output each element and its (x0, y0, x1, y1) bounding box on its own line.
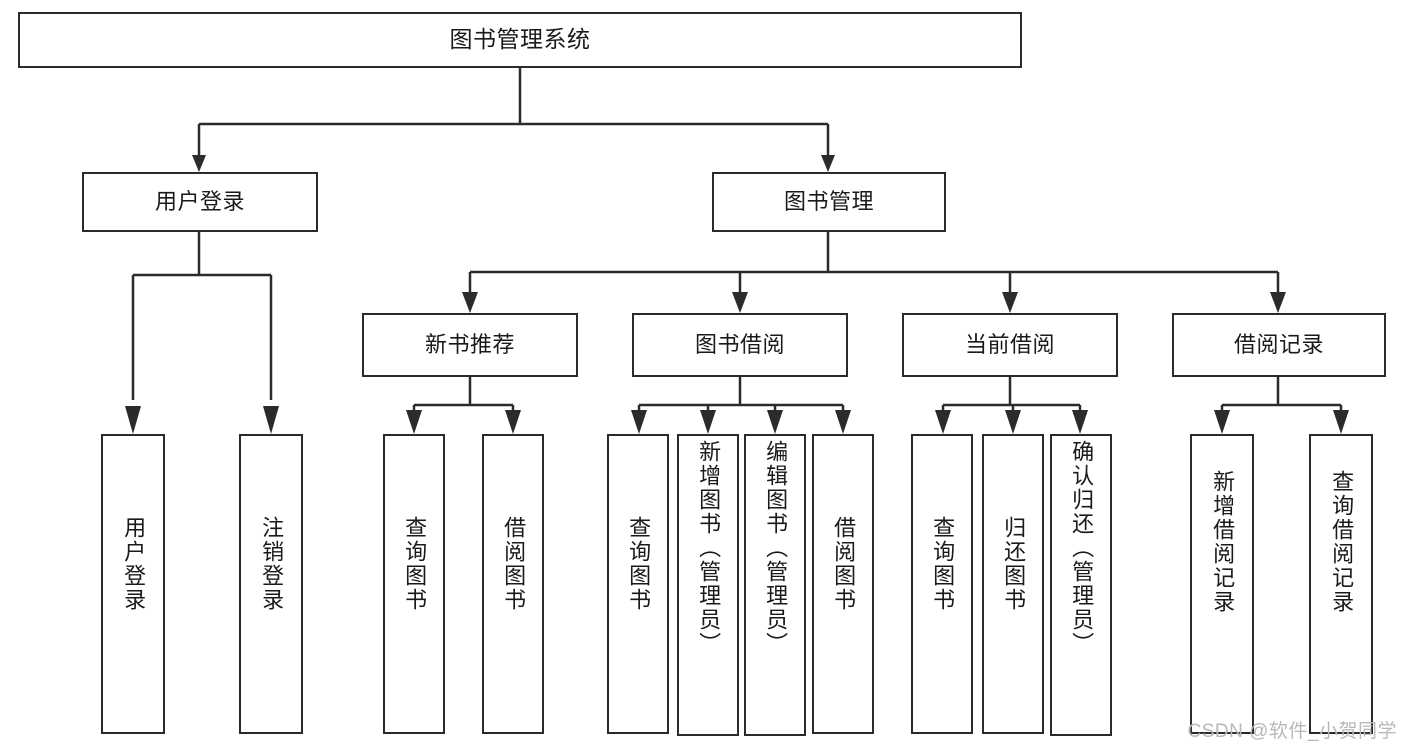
leaf-user-login[interactable]: 用户登录 (101, 434, 165, 734)
node-user-login[interactable]: 用户登录 (82, 172, 318, 232)
leaf-borrow-edit-book-label: 编辑图书（管理员） (763, 440, 789, 656)
leaf-borrow-query-book[interactable]: 查询图书 (607, 434, 669, 734)
watermark: CSDN @软件_小贺同学 (1187, 721, 1397, 742)
leaf-current-return-book-label: 归还图书 (1001, 516, 1027, 612)
leaf-borrow-borrow-book[interactable]: 借阅图书 (812, 434, 874, 734)
leaf-user-logout[interactable]: 注销登录 (239, 434, 303, 734)
node-book-borrow-label: 图书借阅 (694, 331, 785, 357)
leaf-user-logout-label: 注销登录 (259, 516, 285, 612)
leaf-record-add-label: 新增借阅记录 (1210, 470, 1236, 614)
node-new-book-recommend[interactable]: 新书推荐 (362, 313, 578, 377)
leaf-borrow-add-book-label: 新增图书（管理员） (696, 440, 722, 656)
leaf-current-confirm-return[interactable]: 确认归还（管理员） (1050, 434, 1112, 736)
leaf-user-login-label: 用户登录 (121, 516, 147, 612)
leaf-borrow-edit-book[interactable]: 编辑图书（管理员） (744, 434, 806, 736)
leaf-current-return-book[interactable]: 归还图书 (982, 434, 1044, 734)
node-root-label: 图书管理系统 (449, 26, 591, 53)
leaf-record-query[interactable]: 查询借阅记录 (1309, 434, 1373, 734)
leaf-record-query-label: 查询借阅记录 (1329, 470, 1355, 614)
node-book-borrow[interactable]: 图书借阅 (632, 313, 848, 377)
leaf-borrow-query-book-label: 查询图书 (626, 516, 652, 612)
leaf-borrow-borrow-book-label: 借阅图书 (831, 516, 857, 612)
leaf-current-query-book[interactable]: 查询图书 (911, 434, 973, 734)
leaf-recommend-query-book-label: 查询图书 (402, 516, 428, 612)
leaf-recommend-borrow-book-label: 借阅图书 (501, 516, 527, 612)
leaf-current-confirm-return-label: 确认归还（管理员） (1069, 440, 1095, 656)
leaf-current-query-book-label: 查询图书 (930, 516, 956, 612)
node-root[interactable]: 图书管理系统 (18, 12, 1022, 68)
node-user-login-label: 用户登录 (154, 188, 245, 214)
leaf-recommend-query-book[interactable]: 查询图书 (383, 434, 445, 734)
node-book-management-label: 图书管理 (783, 188, 874, 214)
leaf-borrow-add-book[interactable]: 新增图书（管理员） (677, 434, 739, 736)
node-book-management[interactable]: 图书管理 (712, 172, 946, 232)
node-new-book-recommend-label: 新书推荐 (424, 331, 515, 357)
node-current-borrow[interactable]: 当前借阅 (902, 313, 1118, 377)
leaf-record-add[interactable]: 新增借阅记录 (1190, 434, 1254, 734)
node-borrow-record-label: 借阅记录 (1233, 331, 1324, 357)
node-current-borrow-label: 当前借阅 (964, 331, 1055, 357)
node-borrow-record[interactable]: 借阅记录 (1172, 313, 1386, 377)
leaf-recommend-borrow-book[interactable]: 借阅图书 (482, 434, 544, 734)
